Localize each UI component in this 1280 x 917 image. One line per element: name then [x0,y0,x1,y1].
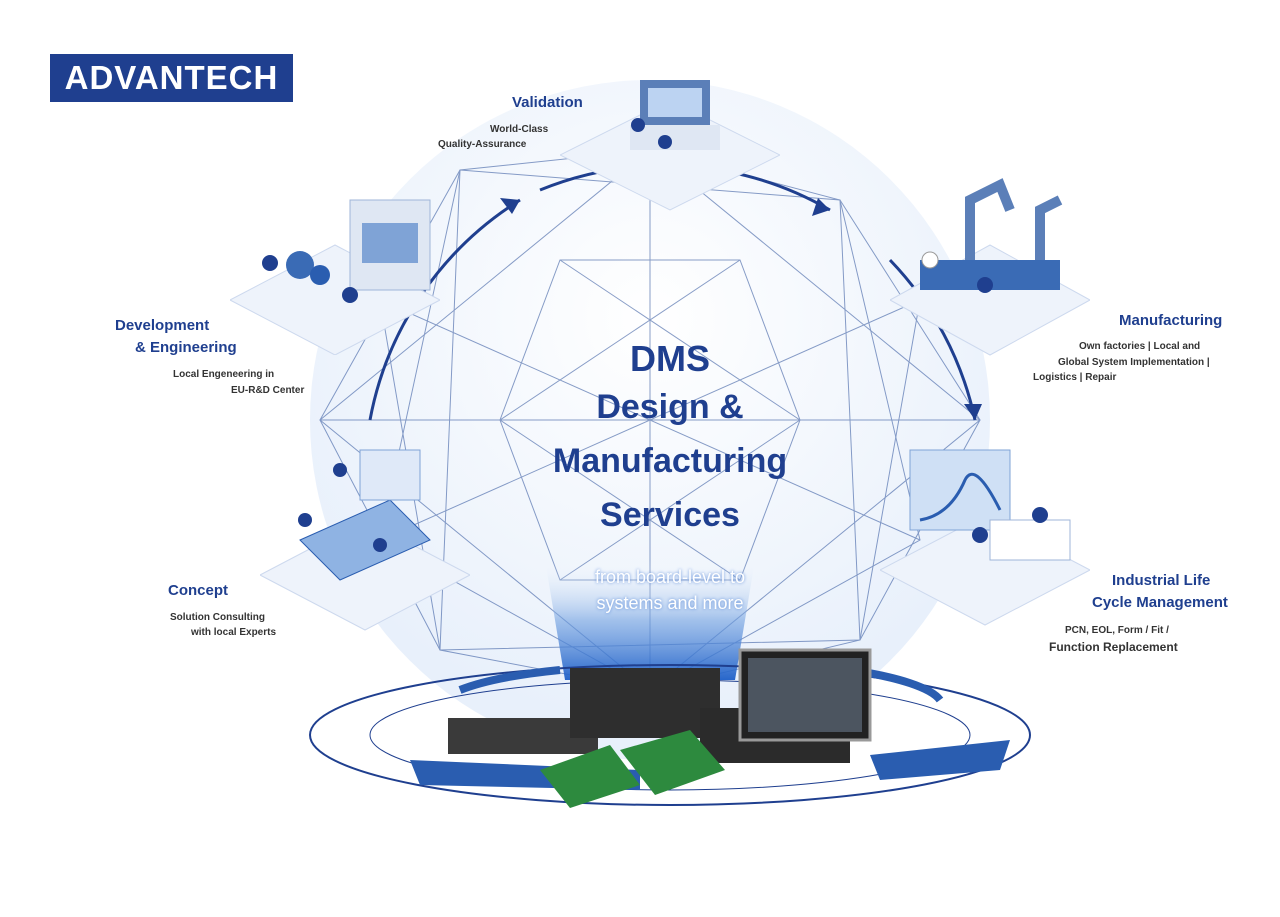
development-desc-1: Local Engeneering in [173,369,275,380]
manufacturing-desc-1: Own factories | Local and [1079,341,1201,352]
validation-desc-1: World-Class [490,124,549,135]
development-desc-2: EU-R&D Center [231,385,305,396]
concept-title: Concept [168,582,228,599]
lifecycle-title-1: Industrial Life [1112,572,1211,589]
center-tagline-1: from board-level to [594,567,746,587]
development-title-1: Development [115,317,210,334]
center-tagline: from board-level to systems and more [560,564,780,616]
center-heading-line-2: Design & [596,388,744,426]
center-tagline-2: systems and more [596,593,744,613]
validation-desc-2: Quality-Assurance [438,139,527,150]
center-heading: DMS Design & Manufacturing Services [520,338,820,542]
validation-illustration [560,80,780,211]
concept-desc-1: Solution Consulting [170,612,265,623]
lifecycle-illustration [880,449,1090,626]
manufacturing-desc-2: Global System Implementation | [1058,357,1210,368]
development-title-2: & Engineering [135,339,237,356]
lifecycle-title-2: Cycle Management [1092,594,1228,611]
center-heading-line-3: Manufacturing [552,442,788,480]
advantech-logo: ADVANTECH [50,54,293,102]
concept-desc-2: with local Experts [191,627,277,638]
manufacturing-title: Manufacturing [1119,312,1223,329]
concept-illustration [260,449,470,631]
validation-title: Validation [512,94,583,111]
manufacturing-desc-3: Logistics | Repair [1033,372,1117,383]
development-illustration [230,199,440,355]
lifecycle-desc-2: Function Replacement [1049,640,1178,654]
center-heading-line-4: Services [600,496,740,534]
lifecycle-desc-1: PCN, EOL, Form / Fit / [1065,625,1169,636]
manufacturing-illustration [890,178,1090,356]
center-heading-line-1: DMS [630,338,710,379]
